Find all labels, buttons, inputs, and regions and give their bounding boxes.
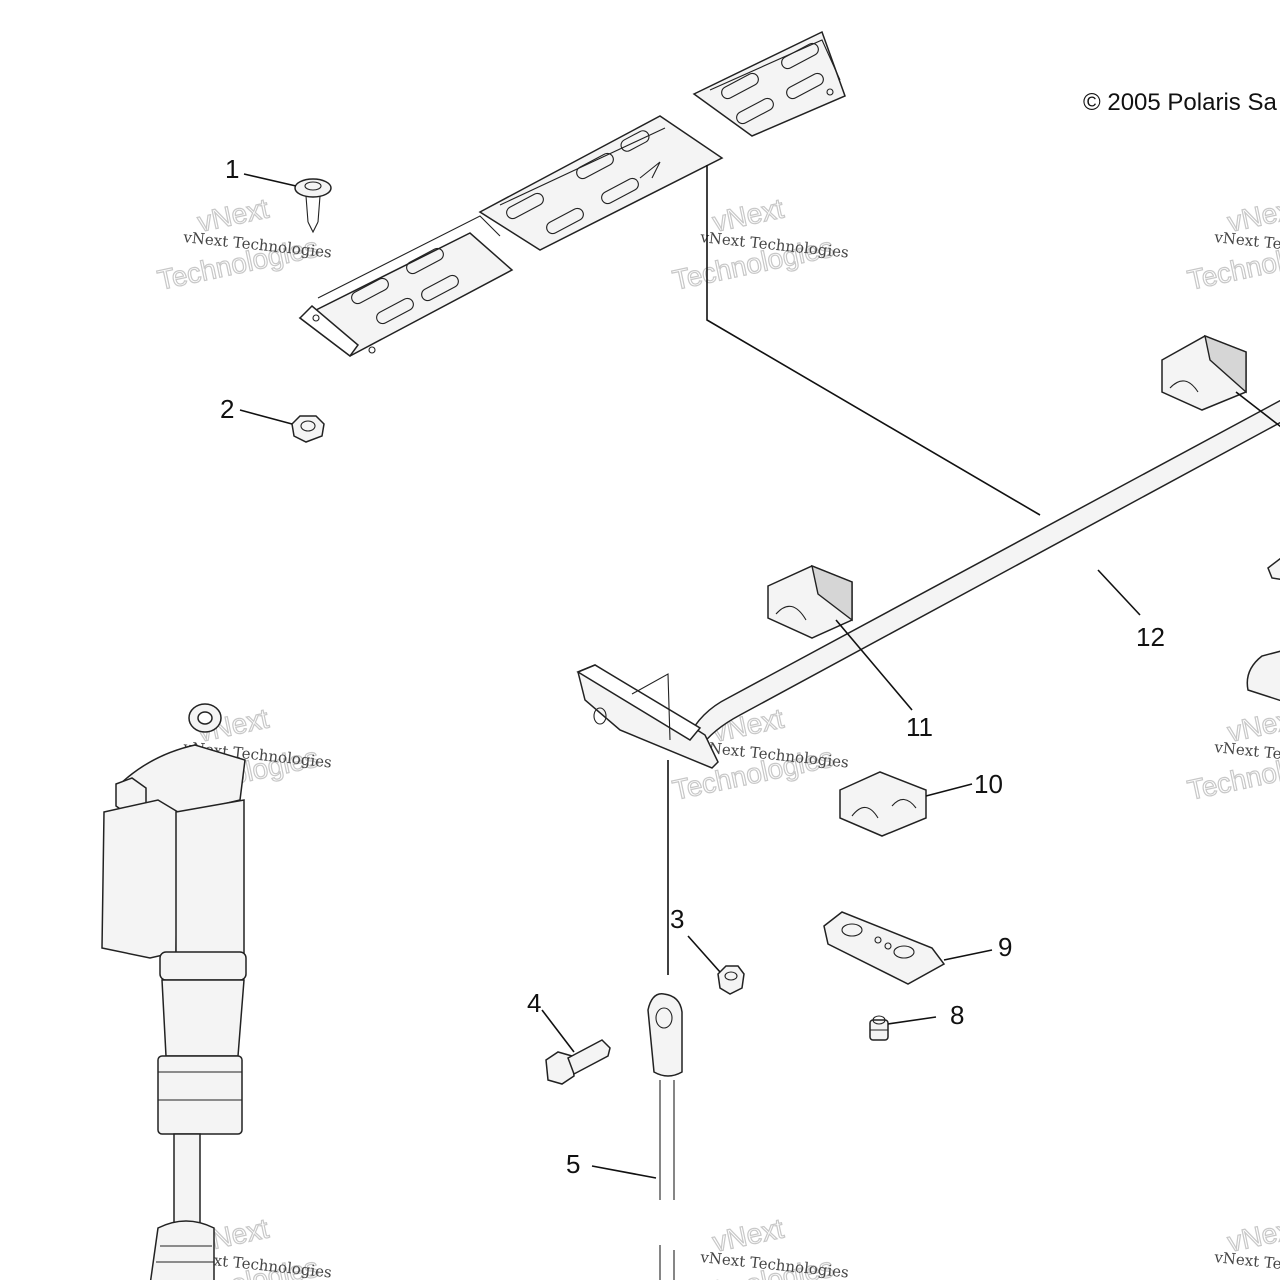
callout-3: 3: [670, 904, 684, 934]
partial-part-right-b: [1246, 650, 1280, 702]
callout-10: 10: [974, 769, 1003, 799]
watermark-top-right: vNext Technologies vNext Technologies: [1184, 192, 1280, 296]
grease-fitting-part-8: [869, 1015, 889, 1041]
linkage-rod-part-5: [647, 760, 683, 1280]
rail-bracket-right: [692, 30, 846, 137]
bushing-part-11: [767, 564, 853, 639]
callout-11: 11: [906, 712, 933, 742]
rail-to-bar-leader: [706, 165, 1041, 516]
screw-part-1: [294, 178, 332, 234]
bushing-right: [1161, 334, 1247, 411]
callout-2: 2: [220, 394, 234, 424]
stabilizer-bar-part-12: [576, 399, 1280, 769]
rail-bracket-center: [478, 115, 724, 251]
bushing-half-part-10: [839, 771, 927, 837]
plate-part-9: [823, 911, 946, 985]
callout-9: 9: [998, 932, 1012, 962]
leader-1: [243, 173, 297, 187]
watermark-top-center: vNext Technologies vNext Technologies: [669, 192, 849, 296]
copyright-text: © 2005 Polaris Sa: [1083, 89, 1277, 116]
leader-9: [943, 949, 993, 961]
watermark-top-left: vNext Technologies vNext Technologies: [154, 192, 332, 296]
watermark-bottom-center: vNext Technologies vNext Technologies: [669, 1212, 849, 1280]
leader-5: [591, 1165, 657, 1179]
callout-5: 5: [566, 1149, 580, 1179]
shock-absorber: [101, 703, 247, 1280]
leader-10: [925, 783, 973, 797]
bolt-part-4: [545, 1039, 611, 1085]
rail-bracket-left: [298, 215, 514, 358]
bushing-right-leader: [1235, 391, 1280, 428]
leader-11: [835, 619, 913, 711]
leader-4: [541, 1009, 575, 1053]
callout-8: 8: [950, 1000, 964, 1030]
leader-12: [1097, 569, 1141, 616]
callout-1: 1: [225, 154, 239, 184]
leader-3: [687, 935, 721, 973]
callout-4: 4: [527, 988, 541, 1018]
svg-text:vNext Technologies: vNext Technologies: [1213, 1248, 1280, 1280]
partial-part-right-a: [1267, 557, 1280, 580]
nut-part-2: [291, 415, 325, 443]
nut-part-3: [717, 965, 745, 995]
watermark-bottom-right: vNext vNext Technologies: [1213, 1212, 1280, 1280]
callout-12: 12: [1136, 622, 1165, 652]
leader-8: [887, 1016, 937, 1025]
leader-2: [239, 409, 293, 425]
watermark-mid-right: vNext Technologies vNext Technologies: [1184, 702, 1280, 806]
